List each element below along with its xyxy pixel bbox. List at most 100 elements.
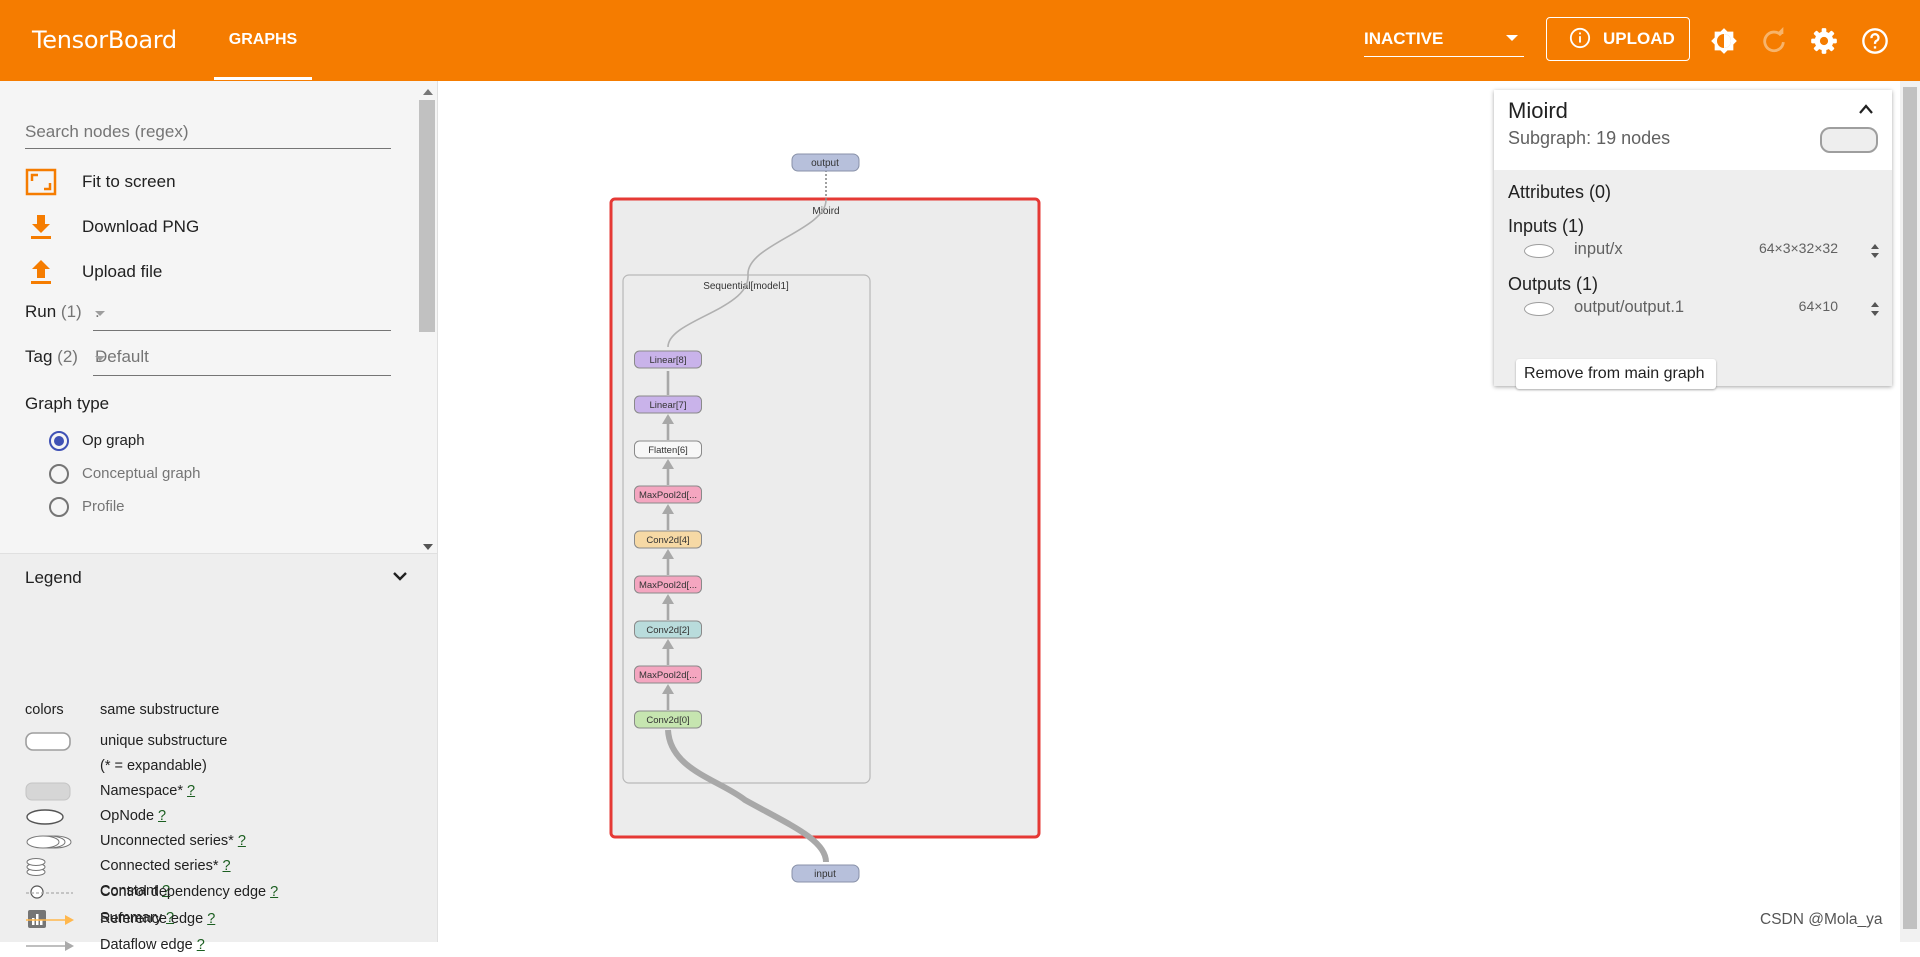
chevron-down-icon: [95, 311, 105, 316]
help-icon[interactable]: [1861, 27, 1889, 55]
node-info-card: Mioird Subgraph: 19 nodes Attributes (0)…: [1494, 90, 1892, 389]
help-link[interactable]: ?: [222, 858, 231, 874]
legend-unique-row: unique substructure: [25, 731, 425, 753]
sidebar: Search nodes (regex) Fit to screen Downl…: [0, 81, 438, 953]
legend-body: colors same substructure unique substruc…: [0, 602, 437, 953]
sidebar-scrollbar[interactable]: [418, 89, 435, 550]
scroll-down-icon[interactable]: [423, 544, 433, 550]
node-input[interactable]: [791, 864, 860, 883]
graph-node-label: Conv2d[2]: [646, 625, 689, 636]
tag-label-text: Tag: [25, 347, 53, 366]
run-select[interactable]: .: [93, 302, 391, 331]
reference-edge-icon: [26, 915, 74, 925]
constant-icon: [30, 885, 44, 899]
legend-item: Connected series*?: [25, 856, 425, 878]
legend-header[interactable]: Legend: [0, 553, 437, 603]
tag-select[interactable]: Default: [93, 347, 391, 376]
scroll-up-icon[interactable]: [423, 89, 433, 95]
help-link[interactable]: ?: [158, 808, 167, 824]
graph-node[interactable]: [634, 665, 702, 684]
tag-count: (2): [57, 347, 78, 366]
graph-node[interactable]: [634, 530, 702, 549]
graph-node-label: MaxPool2d[...: [639, 670, 697, 681]
legend-unique-substructure: unique substructure: [100, 733, 228, 749]
control-edge-icon: [26, 892, 73, 894]
page-scrollbar[interactable]: [1900, 81, 1920, 942]
help-link[interactable]: ?: [162, 883, 171, 899]
page-scroll-thumb[interactable]: [1903, 87, 1917, 929]
scroll-thumb[interactable]: [419, 100, 435, 332]
legend-label: Namespace*: [100, 783, 184, 799]
legend-colors-key: colors: [25, 702, 64, 718]
legend-label: Reference edge: [100, 911, 204, 927]
radio-conceptual-graph[interactable]: Conceptual graph: [49, 464, 269, 486]
legend-label: Constant: [100, 883, 159, 899]
remove-from-main-graph-button[interactable]: Remove from main graph: [1516, 359, 1716, 389]
upload-file-label: Upload file: [82, 262, 163, 281]
input-name: input/x: [1574, 240, 1623, 258]
radio-op-graph[interactable]: Op graph: [49, 431, 269, 453]
dataflow-edge-icon: [26, 941, 74, 951]
tab-graphs[interactable]: GRAPHS: [228, 31, 298, 48]
output-name: output/output.1: [1574, 298, 1685, 316]
fit-to-screen-button[interactable]: Fit to screen: [25, 166, 385, 198]
connected-series-icon: [26, 858, 46, 876]
radio-checked-icon: [49, 431, 69, 451]
radio-unchecked-icon: [49, 464, 69, 484]
settings-icon[interactable]: [1810, 27, 1838, 55]
opnode-icon: [1524, 244, 1554, 258]
app-title: TensorBoard: [32, 26, 177, 54]
graph-node-label: Flatten[6]: [648, 445, 688, 456]
radio-label: Profile: [82, 498, 125, 515]
unconnected-series-icon: [26, 835, 72, 849]
output-item[interactable]: output/output.1 64×10: [1524, 298, 1884, 322]
graph-node[interactable]: [634, 395, 702, 414]
graph-node[interactable]: [634, 350, 702, 369]
help-link[interactable]: ?: [196, 937, 205, 953]
graph-node-label: Conv2d[0]: [646, 715, 689, 726]
run-status-select[interactable]: INACTIVE: [1364, 26, 1524, 57]
legend-label: Dataflow edge: [100, 937, 193, 953]
help-link[interactable]: ?: [270, 884, 279, 900]
legend-label: OpNode: [100, 808, 155, 824]
chain-arrowheads: [662, 414, 674, 694]
chevron-up-icon[interactable]: [1858, 103, 1874, 115]
input-item[interactable]: input/x 64×3×32×32: [1524, 240, 1884, 264]
active-tab-indicator: [214, 77, 312, 80]
upload-file-button[interactable]: Upload file: [25, 256, 385, 288]
radio-unchecked-icon: [49, 497, 69, 517]
run-status-value: INACTIVE: [1364, 29, 1444, 48]
node-output-label: output: [811, 158, 839, 169]
help-link[interactable]: ?: [207, 911, 216, 927]
search-placeholder: Search nodes (regex): [25, 122, 189, 141]
legend-label: Connected series*: [100, 858, 219, 874]
help-link[interactable]: ?: [187, 783, 196, 799]
graph-node[interactable]: [634, 620, 702, 639]
node-output[interactable]: [791, 153, 860, 172]
graph-node[interactable]: [634, 710, 702, 729]
graph-node[interactable]: [634, 485, 702, 504]
help-link[interactable]: ?: [166, 910, 175, 926]
graph-type-title: Graph type: [25, 394, 110, 413]
node-color-swatch: [1820, 127, 1878, 153]
expand-arrows-icon[interactable]: [1870, 300, 1880, 318]
input-shape: 64×3×32×32: [1758, 240, 1838, 256]
graph-node[interactable]: [634, 575, 702, 594]
search-nodes-input[interactable]: Search nodes (regex): [25, 118, 391, 149]
download-png-button[interactable]: Download PNG: [25, 211, 385, 243]
graph-svg[interactable]: Mioird Sequential[model1]: [438, 81, 1900, 942]
attributes-header: Attributes (0): [1508, 182, 1612, 202]
expand-arrows-icon[interactable]: [1870, 242, 1880, 260]
edge-top: [667, 199, 827, 348]
legend-item: Namespace*?: [25, 781, 425, 803]
theme-toggle-icon[interactable]: [1710, 27, 1738, 55]
upload-button[interactable]: UPLOAD: [1546, 17, 1690, 61]
legend-expandable-row: (* = expandable): [25, 756, 425, 778]
radio-profile[interactable]: Profile: [49, 497, 269, 519]
run-count: (1): [60, 302, 82, 321]
graph-node[interactable]: [634, 440, 702, 459]
help-link[interactable]: ?: [237, 833, 246, 849]
dropdown-caret-icon: [1506, 35, 1518, 41]
refresh-icon[interactable]: [1760, 27, 1788, 55]
legend-label: Control dependency edge: [100, 884, 267, 900]
